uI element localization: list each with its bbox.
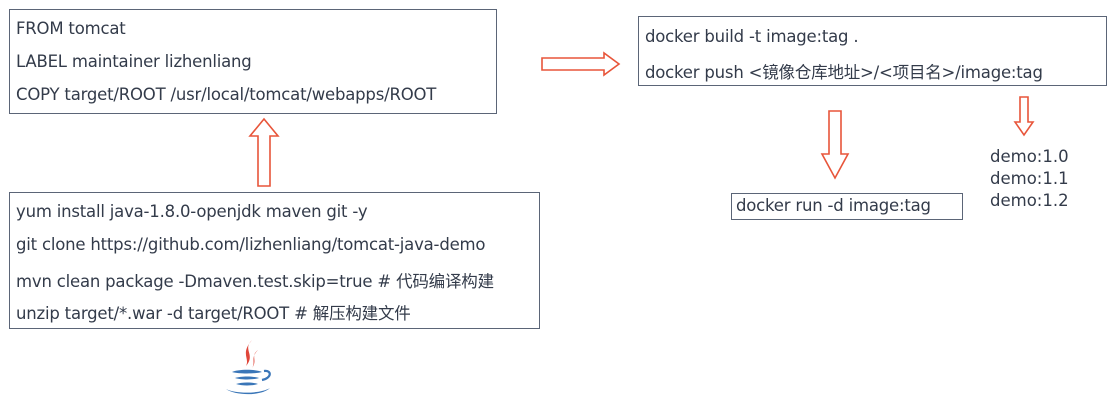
build-commands-box: yum install java-1.8.0-openjdk maven git…: [9, 192, 540, 329]
dockerfile-line: COPY target/ROOT /usr/local/tomcat/webap…: [16, 85, 437, 104]
tag-item: demo:1.0: [990, 147, 1069, 166]
tag-item: demo:1.2: [990, 191, 1069, 210]
dockerfile-line: LABEL maintainer lizhenliang: [16, 52, 252, 71]
build-line: mvn clean package -Dmaven.test.skip=true…: [16, 272, 494, 291]
build-line: git clone https://github.com/lizhenliang…: [16, 235, 486, 254]
right-arrow-icon: [541, 51, 621, 77]
dockerfile-line: FROM tomcat: [16, 19, 126, 38]
docker-run-line: docker run -d image:tag: [736, 196, 931, 215]
dockerfile-box: FROM tomcat LABEL maintainer lizhenliang…: [9, 9, 497, 114]
docker-line: docker push <镜像仓库地址>/<项目名>/image:tag: [645, 63, 1043, 82]
java-logo-icon: [226, 340, 271, 395]
tag-item: demo:1.1: [990, 169, 1069, 188]
down-arrow-icon: [820, 110, 850, 180]
small-down-arrow-icon: [1013, 96, 1035, 137]
docker-line: docker build -t image:tag .: [645, 27, 859, 46]
up-arrow-icon: [248, 117, 280, 187]
docker-run-box: docker run -d image:tag: [731, 193, 963, 220]
build-line: unzip target/*.war -d target/ROOT # 解压构建…: [16, 304, 411, 323]
docker-commands-box: docker build -t image:tag . docker push …: [638, 16, 1107, 86]
build-line: yum install java-1.8.0-openjdk maven git…: [16, 202, 368, 221]
